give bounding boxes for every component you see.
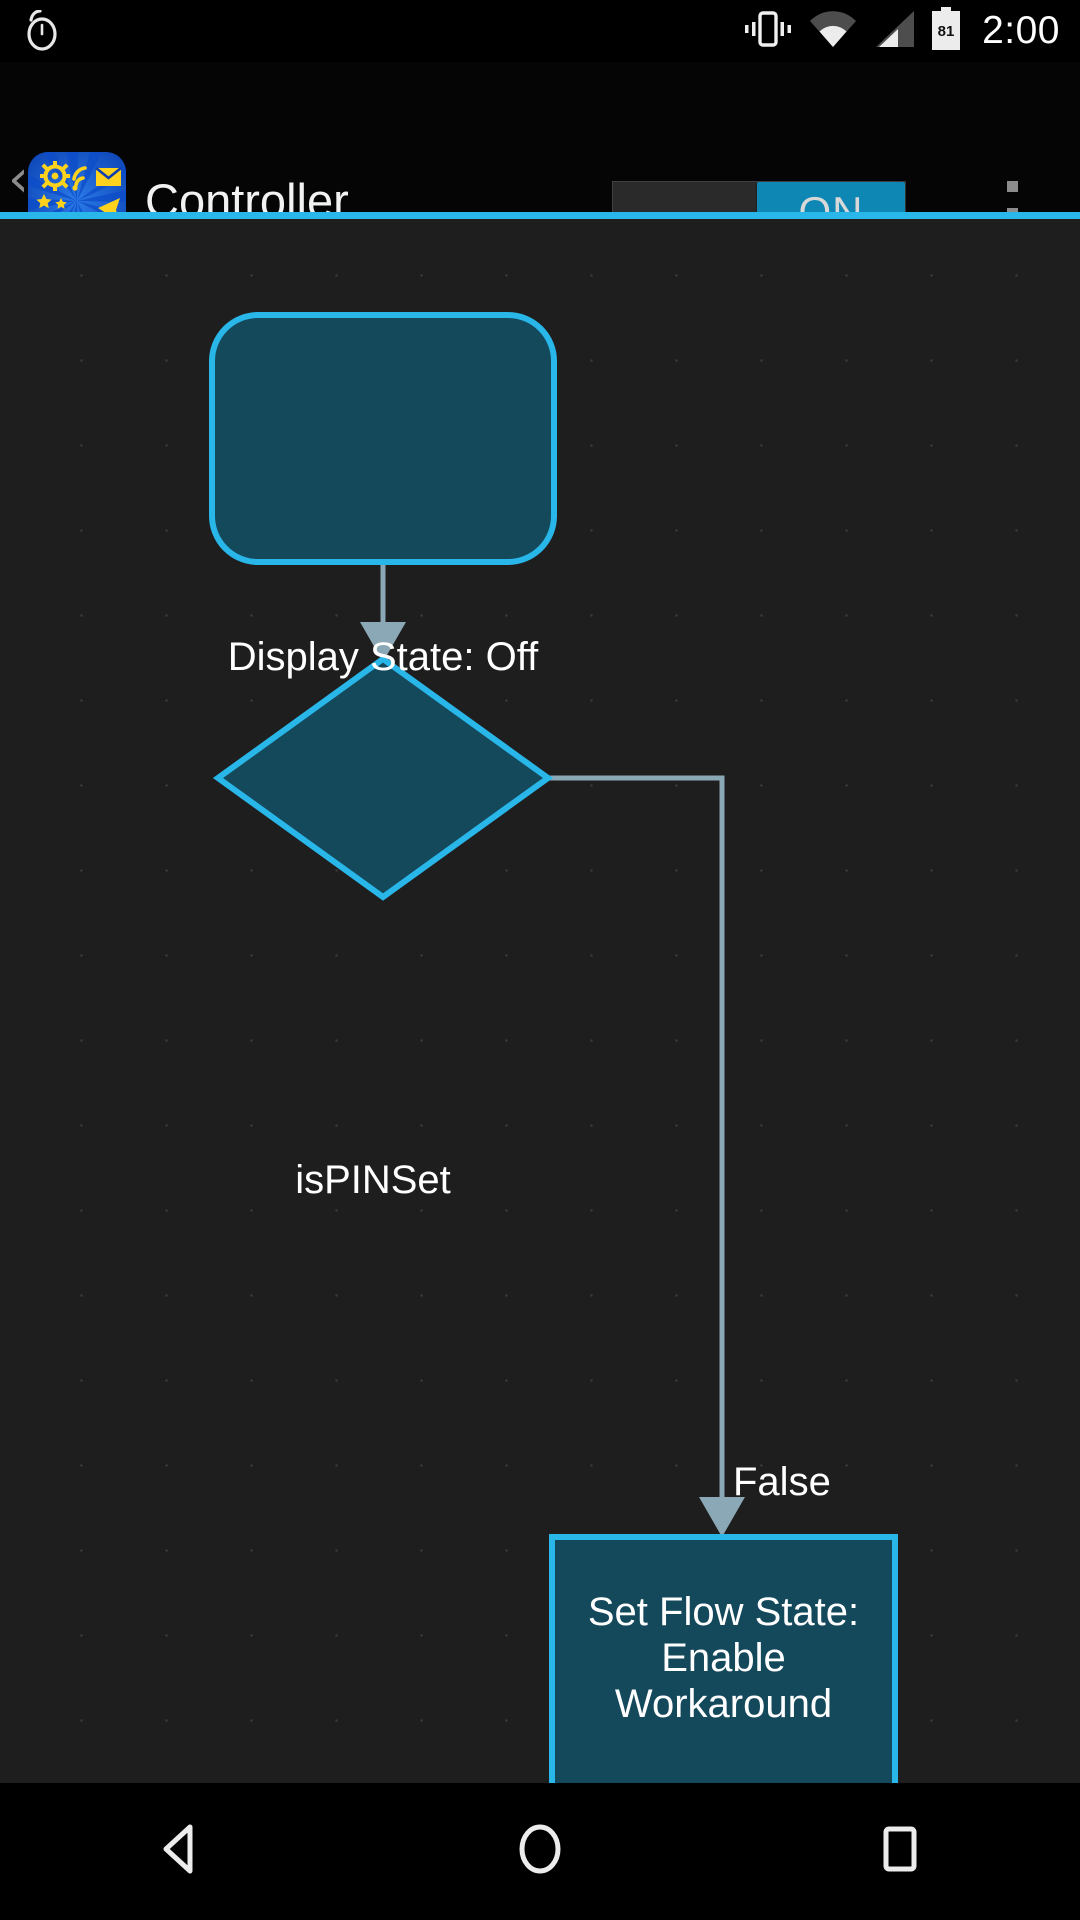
edge-line xyxy=(548,775,725,1499)
edge-label-false: False xyxy=(733,1460,831,1504)
back-triangle-icon xyxy=(148,1817,212,1886)
wifi-icon xyxy=(808,9,858,54)
status-bar: 81 2:00 xyxy=(0,0,1080,62)
vibrate-icon xyxy=(742,9,794,54)
recents-square-icon xyxy=(868,1817,932,1886)
edge-arrowhead xyxy=(699,1497,745,1537)
recents-button[interactable] xyxy=(810,1783,990,1920)
alarm-clock-icon xyxy=(22,9,62,57)
overflow-dot-icon xyxy=(1006,181,1018,192)
flow-canvas[interactable]: Display State: Off isPINSet Set Flow Sta… xyxy=(0,219,1080,1783)
flow-diagram xyxy=(209,312,898,1783)
flow-node-set-flow-state[interactable] xyxy=(549,1534,898,1783)
edge-decision-to-action xyxy=(548,775,745,1537)
edge-arrowhead xyxy=(360,622,406,662)
status-clock: 2:00 xyxy=(982,9,1060,52)
home-button[interactable] xyxy=(450,1783,630,1920)
back-button[interactable] xyxy=(90,1783,270,1920)
battery-icon: 81 xyxy=(930,6,962,56)
cellular-signal-icon xyxy=(872,9,916,54)
flow-node-is-pin-set[interactable] xyxy=(212,655,554,901)
navigation-bar xyxy=(0,1783,1080,1920)
accent-divider xyxy=(0,212,1080,219)
flow-node-display-state[interactable] xyxy=(209,312,557,565)
action-bar: ‹ xyxy=(0,62,1080,250)
home-circle-icon xyxy=(508,1817,572,1886)
battery-level-text: 81 xyxy=(938,23,955,40)
back-chevron-icon[interactable]: ‹ xyxy=(8,149,29,209)
edge-display-to-decision xyxy=(360,562,406,662)
